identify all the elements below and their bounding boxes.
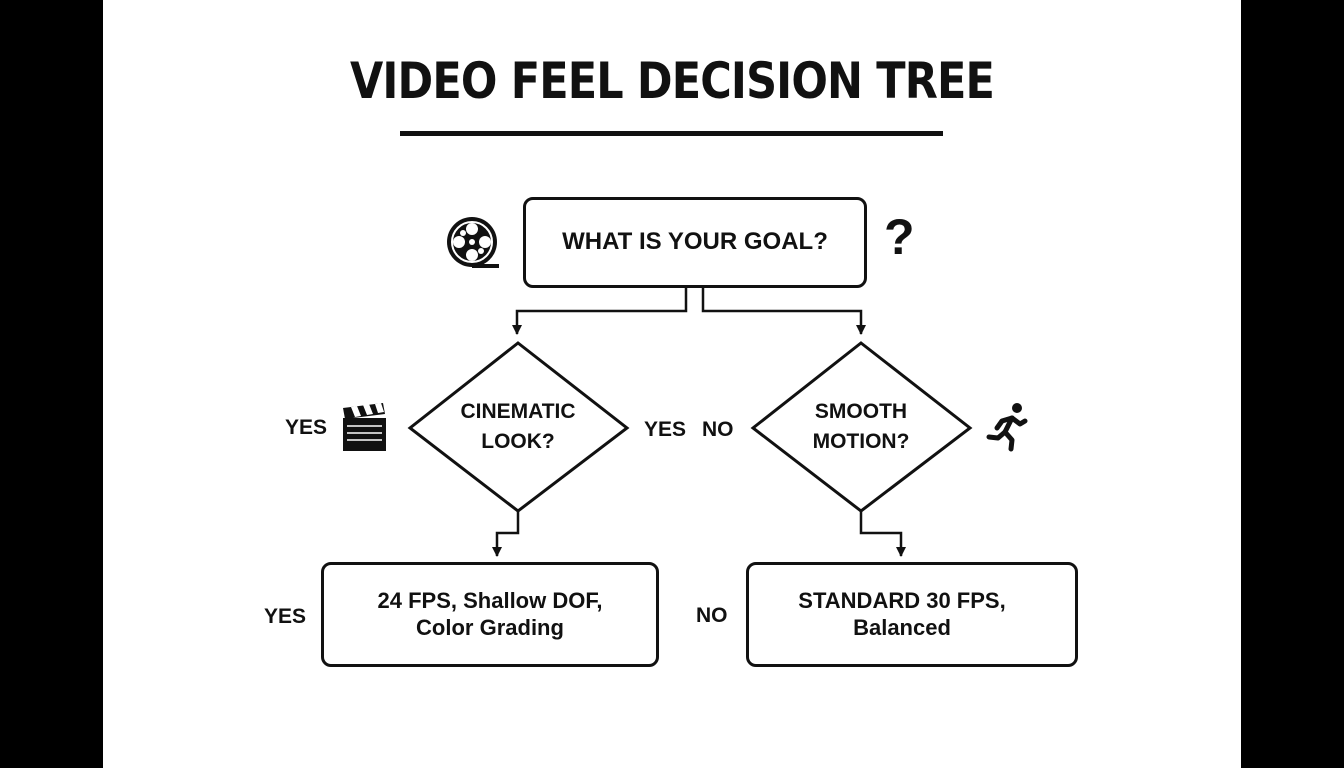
running-person-icon [986,403,1028,452]
edge-label-cinematic-yes: YES [285,416,328,439]
film-reel-icon [447,217,499,268]
title-underline [400,131,943,136]
cinematic-result-node: 24 FPS, Shallow DOF, Color Grading [321,562,659,667]
connector-cinematic-to-result [492,511,520,557]
connector-goal-to-smooth [701,288,866,335]
diamond-smooth [750,341,973,513]
clapperboard-icon [343,403,386,451]
standard-result-node: STANDARD 30 FPS, Balanced [746,562,1078,667]
cinematic-node-label: CINEMATIC LOOK? [460,400,576,454]
cinematic-result-label: 24 FPS, Shallow DOF, Color Grading [377,588,603,640]
connector-smooth-to-standard [859,511,906,557]
smooth-node-label: SMOOTH MOTION? [812,400,910,454]
goal-node-label: WHAT IS YOUR GOAL? [562,228,828,256]
edge-label-result-no: NO [696,604,728,627]
edge-label-cinematic-right-yes: YES [644,418,687,441]
edge-label-result-yes: YES [264,605,307,628]
standard-result-label: STANDARD 30 FPS, Balanced [798,588,1006,640]
goal-node: WHAT IS YOUR GOAL? [523,197,867,288]
diagram-title: VIDEO FEEL DECISION TREE [349,52,995,110]
diamond-cinematic [407,341,630,513]
connector-goal-to-cinematic [512,288,688,335]
question-mark-icon: ? [884,209,915,265]
edge-label-smooth-no: NO [702,418,734,441]
